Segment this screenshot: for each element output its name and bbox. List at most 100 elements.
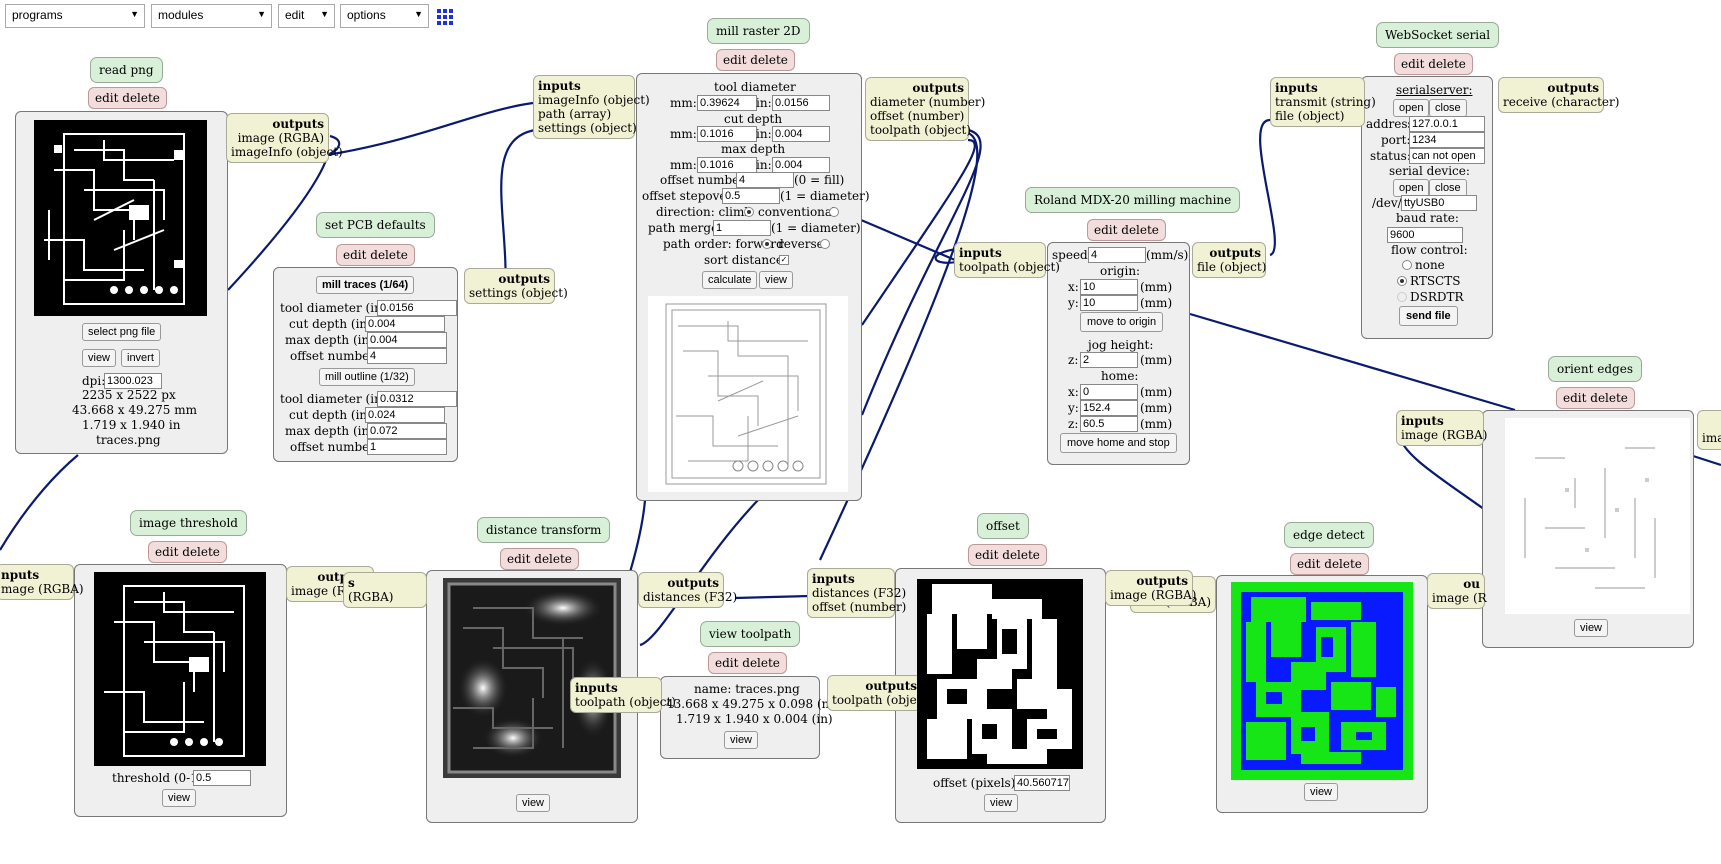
view-toolpath-view-button[interactable]: view [724,731,759,749]
input-settings[interactable]: settings (object) [538,121,637,135]
websocket-outputs[interactable]: outputs receive (character) [1498,77,1620,113]
options-menu[interactable]: options▼ [340,4,429,28]
orient-edges-edit-delete[interactable]: edit delete [1556,387,1635,409]
view-toolpath-edit-delete[interactable]: edit delete [708,652,787,674]
read-png-view-button[interactable]: view [82,349,117,367]
websocket-serial-title[interactable]: WebSocket serial [1376,22,1500,48]
image-threshold-view-button[interactable]: view [162,789,197,807]
input-transmit[interactable]: transmit (string) [1275,95,1376,109]
edge-detect-outputs[interactable]: ou image (R [1427,573,1487,609]
roland-inputs[interactable]: inputs toolpath (object) [954,242,1060,278]
flow-rtscts-radio[interactable] [1397,276,1407,286]
pcb-defaults-outputs[interactable]: outputs settings (object) [464,268,568,304]
output-diameter[interactable]: diameter (number) [870,95,986,109]
read-png-outputs[interactable]: outputs image (RGBA) imageInfo (object) [226,113,343,163]
roland-edit-delete[interactable]: edit delete [1087,219,1166,241]
server-close-button[interactable]: close [1429,99,1467,117]
input-imageinfo[interactable]: imageInfo (object) [538,93,650,107]
output-toolpath[interactable]: toolpath (object) [832,693,933,707]
edge-detect-view-button[interactable]: view [1304,783,1339,801]
cut-depth-mm-input[interactable]: 0.1016 [697,126,757,142]
mill-traces-button[interactable]: mill traces (1/64) [316,276,415,294]
mill-raster-view-button[interactable]: view [759,271,794,289]
server-open-button[interactable]: open [1393,99,1430,117]
offset-pixels-input[interactable]: 40.5607176 [1014,775,1070,791]
view-toolpath-inputs[interactable]: inputs toolpath (object) [570,677,676,713]
offset-view-button[interactable]: view [984,794,1019,812]
climb-radio[interactable] [744,207,754,217]
offset-number-input[interactable]: 4 [736,172,794,188]
threshold-input[interactable]: 0.5 [193,770,251,786]
input-file[interactable]: file (object) [1275,109,1345,123]
output-image-rgba[interactable]: image (R [1432,591,1487,605]
edge-detect-prev-outputs[interactable]: outputs image (RGBA) [1105,570,1197,606]
device-input[interactable]: ttyUSB0 [1401,195,1477,211]
home-x-input[interactable]: 0 [1080,384,1138,400]
input-offset[interactable]: offset (number) [812,600,907,614]
orient-edges-inputs[interactable]: inputs image (RGBA) [1396,410,1488,446]
input-path[interactable]: path (array) [538,107,612,121]
offset-edit-delete[interactable]: edit delete [968,544,1047,566]
input-toolpath[interactable]: toolpath (object) [575,695,676,709]
traces-cut-depth-input[interactable]: 0.004 [365,316,445,332]
outline-max-depth-input[interactable]: 0.072 [367,423,447,439]
offset-title[interactable]: offset [977,513,1029,539]
edge-detect-title[interactable]: edge detect [1284,522,1374,548]
calculate-button[interactable]: calculate [702,271,758,289]
input-toolpath[interactable]: toolpath (object) [959,260,1060,274]
image-threshold-edit-delete[interactable]: edit delete [148,541,227,563]
distance-transform-outputs[interactable]: outputs distances (F32) [638,572,738,608]
traces-offset-number-input[interactable]: 4 [367,348,447,364]
offset-inputs[interactable]: inputs distances (F32) offset (number) [807,568,907,618]
device-open-button[interactable]: open [1393,179,1430,197]
distance-transform-title[interactable]: distance transform [477,517,611,543]
input-image-rgba[interactable]: image (RGBA) [1401,428,1488,442]
image-threshold-inputs[interactable]: nputs mage (RGBA) [0,564,84,600]
pcb-defaults-edit-delete[interactable]: edit delete [336,244,415,266]
offset-outputs[interactable]: outputs toolpath (object) [827,675,933,711]
invert-button[interactable]: invert [121,349,160,367]
orient-edges-title[interactable]: orient edges [1548,356,1642,382]
output-distances[interactable]: distances (F32) [643,590,738,604]
mill-outline-button[interactable]: mill outline (1/32) [319,368,415,386]
roland-title[interactable]: Roland MDX-20 milling machine [1025,187,1241,213]
pcb-defaults-title[interactable]: set PCB defaults [316,212,435,238]
programs-menu[interactable]: programs▼ [5,4,145,28]
mill-raster-edit-delete[interactable]: edit delete [716,49,795,71]
distance-transform-inputs[interactable]: s (RGBA) [343,572,427,608]
distance-transform-view-button[interactable]: view [516,794,551,812]
home-y-input[interactable]: 152.4 [1080,400,1138,416]
flow-none-radio[interactable] [1402,260,1412,270]
orient-edges-view-button[interactable]: view [1574,619,1609,637]
mill-raster-inputs[interactable]: inputs imageInfo (object) path (array) s… [533,75,650,139]
baud-rate-input[interactable]: 9600 [1387,227,1463,243]
max-depth-mm-input[interactable]: 0.1016 [697,157,757,173]
mill-raster-title[interactable]: mill raster 2D [707,18,810,44]
speed-input[interactable]: 4 [1088,247,1146,263]
send-file-button[interactable]: send file [1399,306,1458,326]
output-toolpath[interactable]: toolpath (object) [870,123,971,137]
roland-outputs[interactable]: outputs file (object) [1192,242,1266,278]
path-merge-input[interactable]: 1 [713,220,771,236]
origin-y-input[interactable]: 10 [1080,295,1138,311]
output-file[interactable]: file (object) [1197,260,1267,274]
image-threshold-title[interactable]: image threshold [130,510,247,536]
modules-menu[interactable]: modules▼ [151,4,272,28]
output-image-rgba[interactable]: image (RGBA) [237,131,324,145]
traces-tool-diameter-input[interactable]: 0.0156 [377,300,457,316]
dpi-input[interactable]: 1300.023 [104,373,162,389]
output-imageinfo[interactable]: imageInfo (object) [231,145,343,159]
distance-transform-edit-delete[interactable]: edit delete [500,548,579,570]
output-receive[interactable]: receive (character) [1503,95,1620,109]
output-image-rgba[interactable]: image (RGBA) [1110,588,1197,602]
view-toolpath-title[interactable]: view toolpath [700,621,801,647]
outline-tool-diameter-input[interactable]: 0.0312 [377,391,457,407]
move-to-origin-button[interactable]: move to origin [1080,312,1164,332]
cut-depth-in-input[interactable]: 0.004 [772,126,830,142]
reverse-radio[interactable] [820,239,830,249]
edge-detect-edit-delete[interactable]: edit delete [1290,553,1369,575]
websocket-edit-delete[interactable]: edit delete [1394,53,1473,75]
outline-offset-number-input[interactable]: 1 [367,439,447,455]
max-depth-in-input[interactable]: 0.004 [772,157,830,173]
read-png-edit-delete[interactable]: edit delete [88,87,167,109]
